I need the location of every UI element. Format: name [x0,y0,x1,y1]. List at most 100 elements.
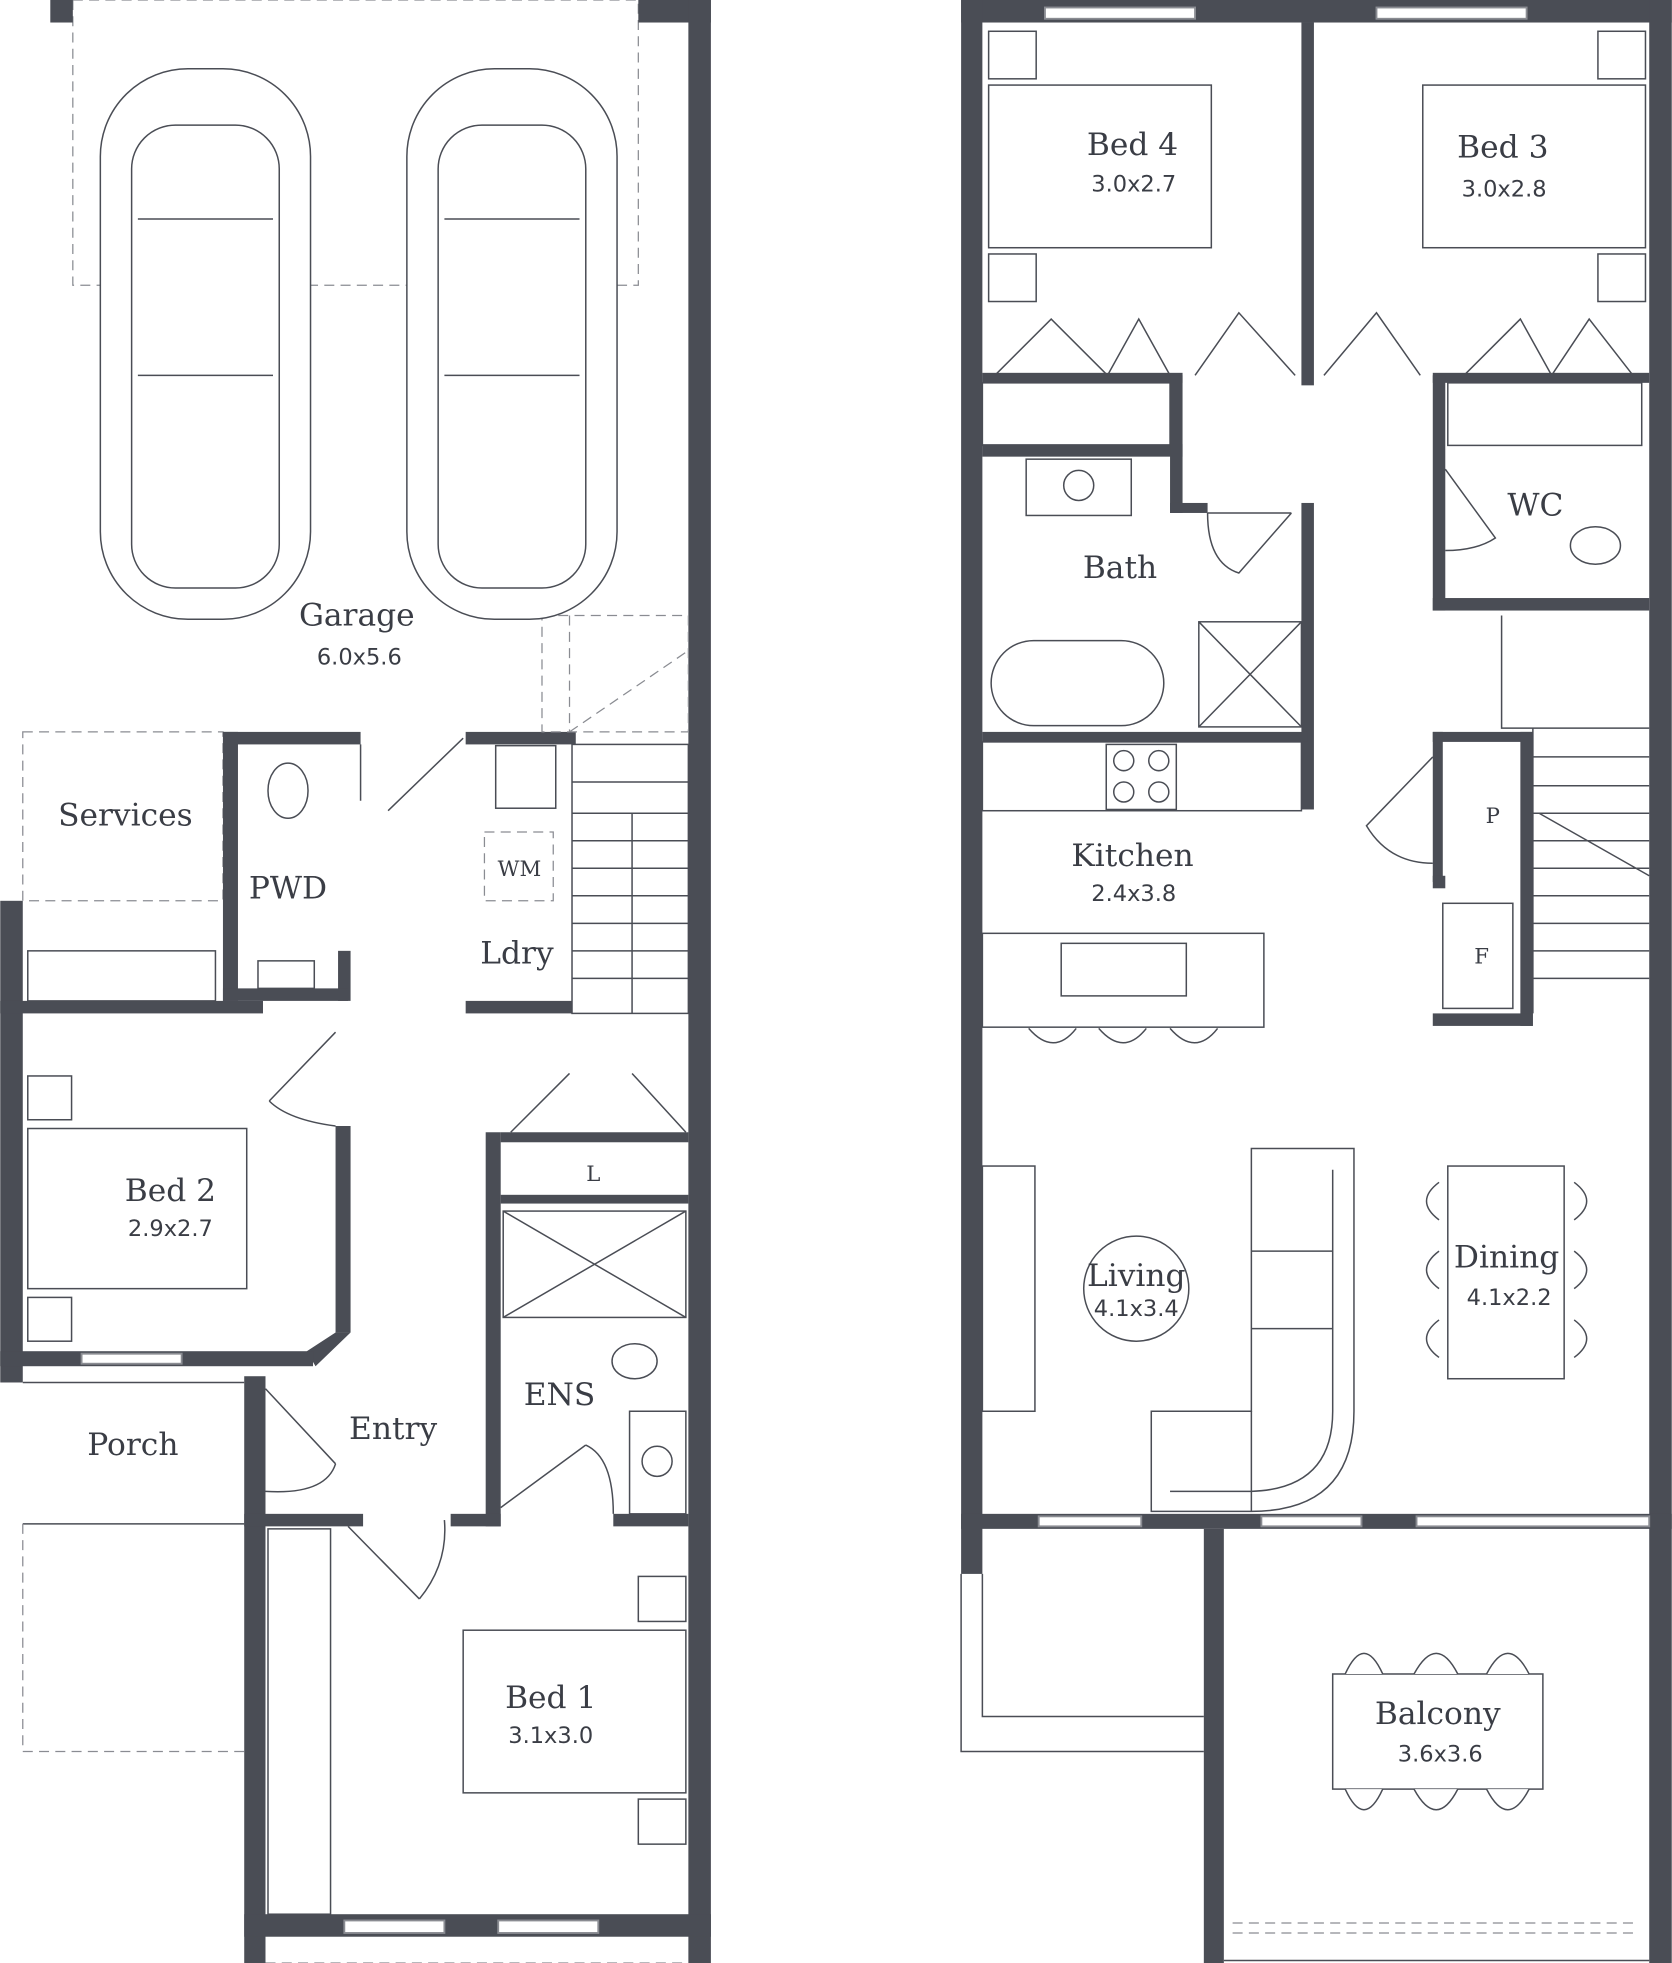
wall [335,1126,351,1333]
ens-door[interactable] [500,1444,615,1514]
bedside-table [27,1296,73,1342]
wall [1203,1528,1224,1963]
cooktop [1105,743,1178,811]
bath-label: Bath [1083,550,1157,586]
wc-door[interactable] [1444,468,1497,552]
bedside-table [987,253,1037,303]
basin [1062,469,1095,502]
wardrobe [27,950,217,1002]
kitchen-size: 2.4x3.8 [1091,881,1176,907]
wall [500,1132,689,1143]
washing-machine-zone [483,831,554,902]
bedside-table [637,1798,687,1845]
bed2-door[interactable] [268,1031,337,1127]
wall [1520,731,1533,1026]
dining-size: 4.1x2.2 [1467,1285,1552,1311]
wardrobe [981,382,1171,447]
laundry-label: Ldry [480,935,554,971]
porch-label: Porch [87,1427,178,1463]
bed1-door[interactable] [347,1520,446,1600]
stools [1028,1027,1219,1044]
wall [50,0,73,23]
window [1043,6,1197,20]
wardrobe [1447,382,1643,447]
living-size: 4.1x3.4 [1094,1296,1179,1322]
wall [465,731,576,745]
pantry-label: P [1486,804,1500,829]
bed4-doors[interactable] [994,311,1296,376]
garage-size: 6.0x5.6 [317,644,402,670]
bedside-table [27,1075,73,1121]
entry-label: Entry [349,1411,437,1447]
balcony-outline [960,1573,1204,1753]
wc-label: WC [1507,487,1563,523]
bedside-table [1597,253,1647,303]
pwd-door[interactable] [359,737,464,812]
dining-table [1447,1165,1565,1380]
wall [244,1376,266,1963]
sofa [1150,1147,1355,1513]
fridge [1442,902,1514,1010]
wall [465,1000,576,1014]
wall [0,900,23,1383]
wall [1170,375,1183,513]
wall [1432,731,1443,883]
sliding-door[interactable] [1415,1515,1651,1528]
toilet [611,1342,658,1380]
wall [450,1513,501,1527]
toilet [1569,525,1622,566]
linen-doors[interactable] [510,1072,687,1133]
sink [1060,942,1188,997]
bed3-label: Bed 3 [1457,130,1548,166]
fridge-label: F [1474,944,1489,969]
wall [961,0,983,1574]
driveway [22,1523,245,1753]
window [497,1919,600,1934]
bed [987,84,1213,249]
wall [1432,372,1650,383]
car-left [99,68,312,621]
bath-door[interactable] [1198,512,1302,728]
bed [27,1127,248,1290]
bed1-label: Bed 1 [505,1680,596,1716]
shower-drain-lines [502,1210,687,1319]
car-right [406,68,618,621]
balcony-label: Balcony [1375,1696,1501,1732]
dining-chairs [1425,1181,1588,1359]
stairs [541,614,690,1015]
bedside-table [987,30,1037,80]
ground-floor-plan: Garage 6.0x5.6 Services PWD WM Ldry Bed … [0,0,711,1963]
window [80,1352,183,1365]
basin [257,960,316,990]
wall [306,1332,351,1367]
burner [1112,781,1135,803]
balustrade [1232,1922,1640,1934]
basin [641,1445,673,1478]
wall [244,1513,364,1527]
wall [982,731,1308,742]
wall [982,444,1183,457]
bed [462,1629,687,1794]
window [343,1919,446,1934]
wall [1301,502,1314,810]
wall [485,1132,501,1527]
window [1260,1515,1363,1528]
balcony-size: 3.6x3.6 [1398,1742,1483,1768]
wall [982,372,1183,383]
porch-outline [22,1381,245,1525]
burner [1112,749,1135,772]
wall [1432,598,1650,611]
bathtub [990,639,1165,727]
bedside-table [637,1575,687,1623]
bed4-size: 3.0x2.7 [1091,171,1176,197]
front-door[interactable] [264,1388,337,1493]
toilet [267,762,309,819]
pantry-door[interactable] [1365,756,1434,865]
bed3-doors[interactable] [1323,311,1634,376]
upper-floor-plan: Bed 4 3.0x2.7 Bed 3 3.0x2.8 Bath WC Kitc… [960,0,1672,1963]
dining-label: Dining [1454,1239,1559,1275]
living-label: Living [1087,1258,1186,1294]
wall [1432,875,1446,889]
balcony-table [1331,1673,1544,1790]
burner [1148,781,1170,803]
